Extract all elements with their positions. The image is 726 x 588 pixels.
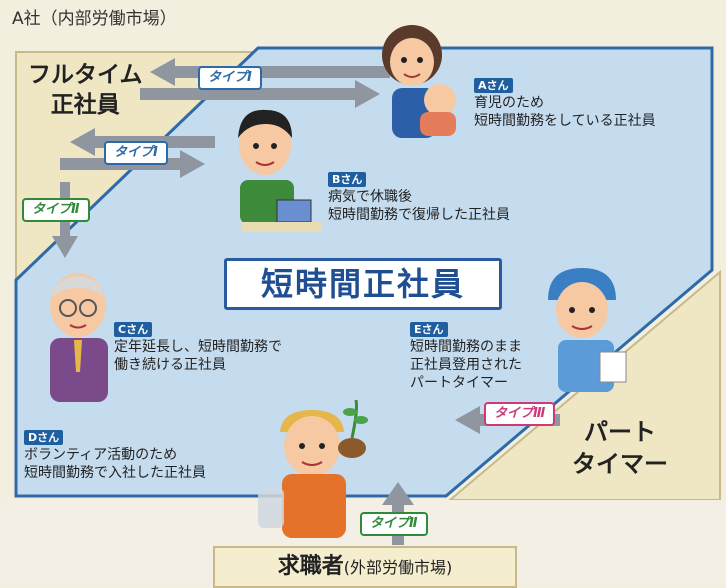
type2-tag-left: タイプⅡ <box>22 198 90 222</box>
person-b-line2: 短時間勤務で復帰した正社員 <box>328 207 510 223</box>
person-e-badge: Eさん <box>410 322 448 337</box>
job-seeker-illustration <box>258 399 368 538</box>
person-c-line2: 働き続ける正社員 <box>114 357 226 373</box>
person-e-line3: パートタイマー <box>410 375 508 391</box>
parttime-label-line1: パート <box>584 418 656 446</box>
person-a-description: Aさん 育児のため 短時間勤務をしている正社員 <box>474 76 656 130</box>
arrow-fulltime-to-a <box>140 80 380 108</box>
person-d-description: Dさん ボランティア活動のため 短時間勤務で入社した正社員 <box>24 428 206 482</box>
person-c-illustration <box>50 273 108 402</box>
job-seeker-box: 求職者(外部労働市場) <box>213 546 517 588</box>
person-a-badge: Aさん <box>474 78 513 93</box>
part-timer-label: パート タイマー <box>572 416 668 480</box>
person-c-description: Cさん 定年延長し、短時間勤務で 働き続ける正社員 <box>114 320 282 374</box>
type3-tag: タイプⅢ <box>484 402 556 426</box>
person-b-line1: 病気で休職後 <box>328 189 412 205</box>
person-d-badge: Dさん <box>24 430 64 445</box>
person-b-description: Bさん 病気で休職後 短時間勤務で復帰した正社員 <box>328 170 510 224</box>
job-seeker-label: 求職者 <box>277 554 344 579</box>
fulltime-label-line2: 正社員 <box>50 92 120 118</box>
parttime-label-line2: タイマー <box>572 450 668 478</box>
external-market-label: (外部労働市場) <box>343 558 453 577</box>
type1-tag-second: タイプⅠ <box>104 141 168 165</box>
fulltime-regular-label: フルタイム 正社員 <box>28 60 143 120</box>
person-e-line1: 短時間勤務のまま <box>410 339 522 355</box>
person-a-line1: 育児のため <box>474 95 544 111</box>
person-a-line2: 短時間勤務をしている正社員 <box>474 113 656 129</box>
short-time-regular-title: 短時間正社員 <box>224 258 502 310</box>
type1-tag-top: タイプⅠ <box>198 66 262 90</box>
person-b-illustration <box>238 109 322 232</box>
person-e-illustration <box>548 268 627 392</box>
type2-tag-bottom: タイプⅡ <box>360 512 428 536</box>
person-a-illustration <box>382 25 456 138</box>
person-c-badge: Cさん <box>114 322 153 337</box>
fulltime-label-line1: フルタイム <box>28 62 143 88</box>
person-c-line1: 定年延長し、短時間勤務で <box>114 339 282 355</box>
person-e-description: Eさん 短時間勤務のまま 正社員登用された パートタイマー <box>410 320 522 392</box>
person-d-line2: 短時間勤務で入社した正社員 <box>24 465 206 481</box>
arrow-a-to-fulltime <box>150 58 390 86</box>
person-e-line2: 正社員登用された <box>410 357 522 373</box>
company-label: A社（内部労働市場） <box>12 9 177 29</box>
person-b-badge: Bさん <box>328 172 367 187</box>
person-d-line1: ボランティア活動のため <box>24 447 178 463</box>
